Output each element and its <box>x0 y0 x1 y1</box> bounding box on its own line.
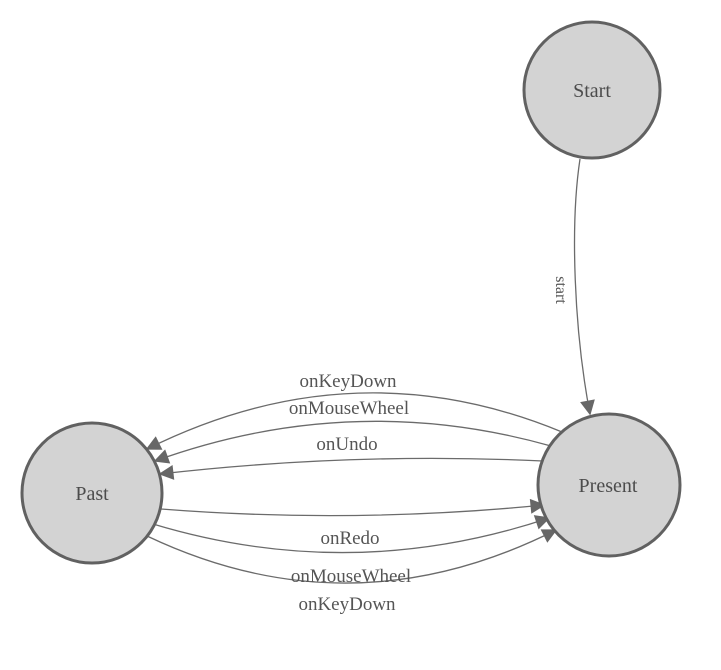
state-node-past[interactable]: Past <box>20 421 164 565</box>
state-node-start-label: Start <box>573 80 611 102</box>
state-node-present-label: Present <box>579 475 638 497</box>
edge-label-start: start <box>552 276 569 304</box>
edge-start-to-present <box>573 158 595 416</box>
edge-label-onmousewheel-lower: onMouseWheel <box>291 566 411 587</box>
edge-label-onkeydown-lower: onKeyDown <box>298 594 396 615</box>
state-node-past-circle[interactable] <box>20 421 164 565</box>
edge-label-onredo: onRedo <box>320 528 379 549</box>
edge-label-onmousewheel-upper: onMouseWheel <box>289 398 409 419</box>
edge-present-to-past-onundo <box>158 457 544 480</box>
state-node-past-label: Past <box>75 483 109 505</box>
state-node-start[interactable]: Start <box>522 20 662 160</box>
state-node-present[interactable]: Present <box>536 412 682 558</box>
edge-label-onundo: onUndo <box>316 434 377 455</box>
edge-past-to-present-onmousewheel <box>152 515 551 554</box>
edge-past-to-present-onredo <box>160 498 546 517</box>
edge-label-onkeydown-upper: onKeyDown <box>299 371 397 392</box>
edge-present-to-past-onmousewheel <box>153 420 552 464</box>
state-node-present-circle[interactable] <box>536 412 682 558</box>
edge-present-to-past-onkeydown <box>145 392 563 450</box>
edge-past-to-present-onkeydown <box>146 529 558 584</box>
state-node-start-circle[interactable] <box>522 20 662 160</box>
